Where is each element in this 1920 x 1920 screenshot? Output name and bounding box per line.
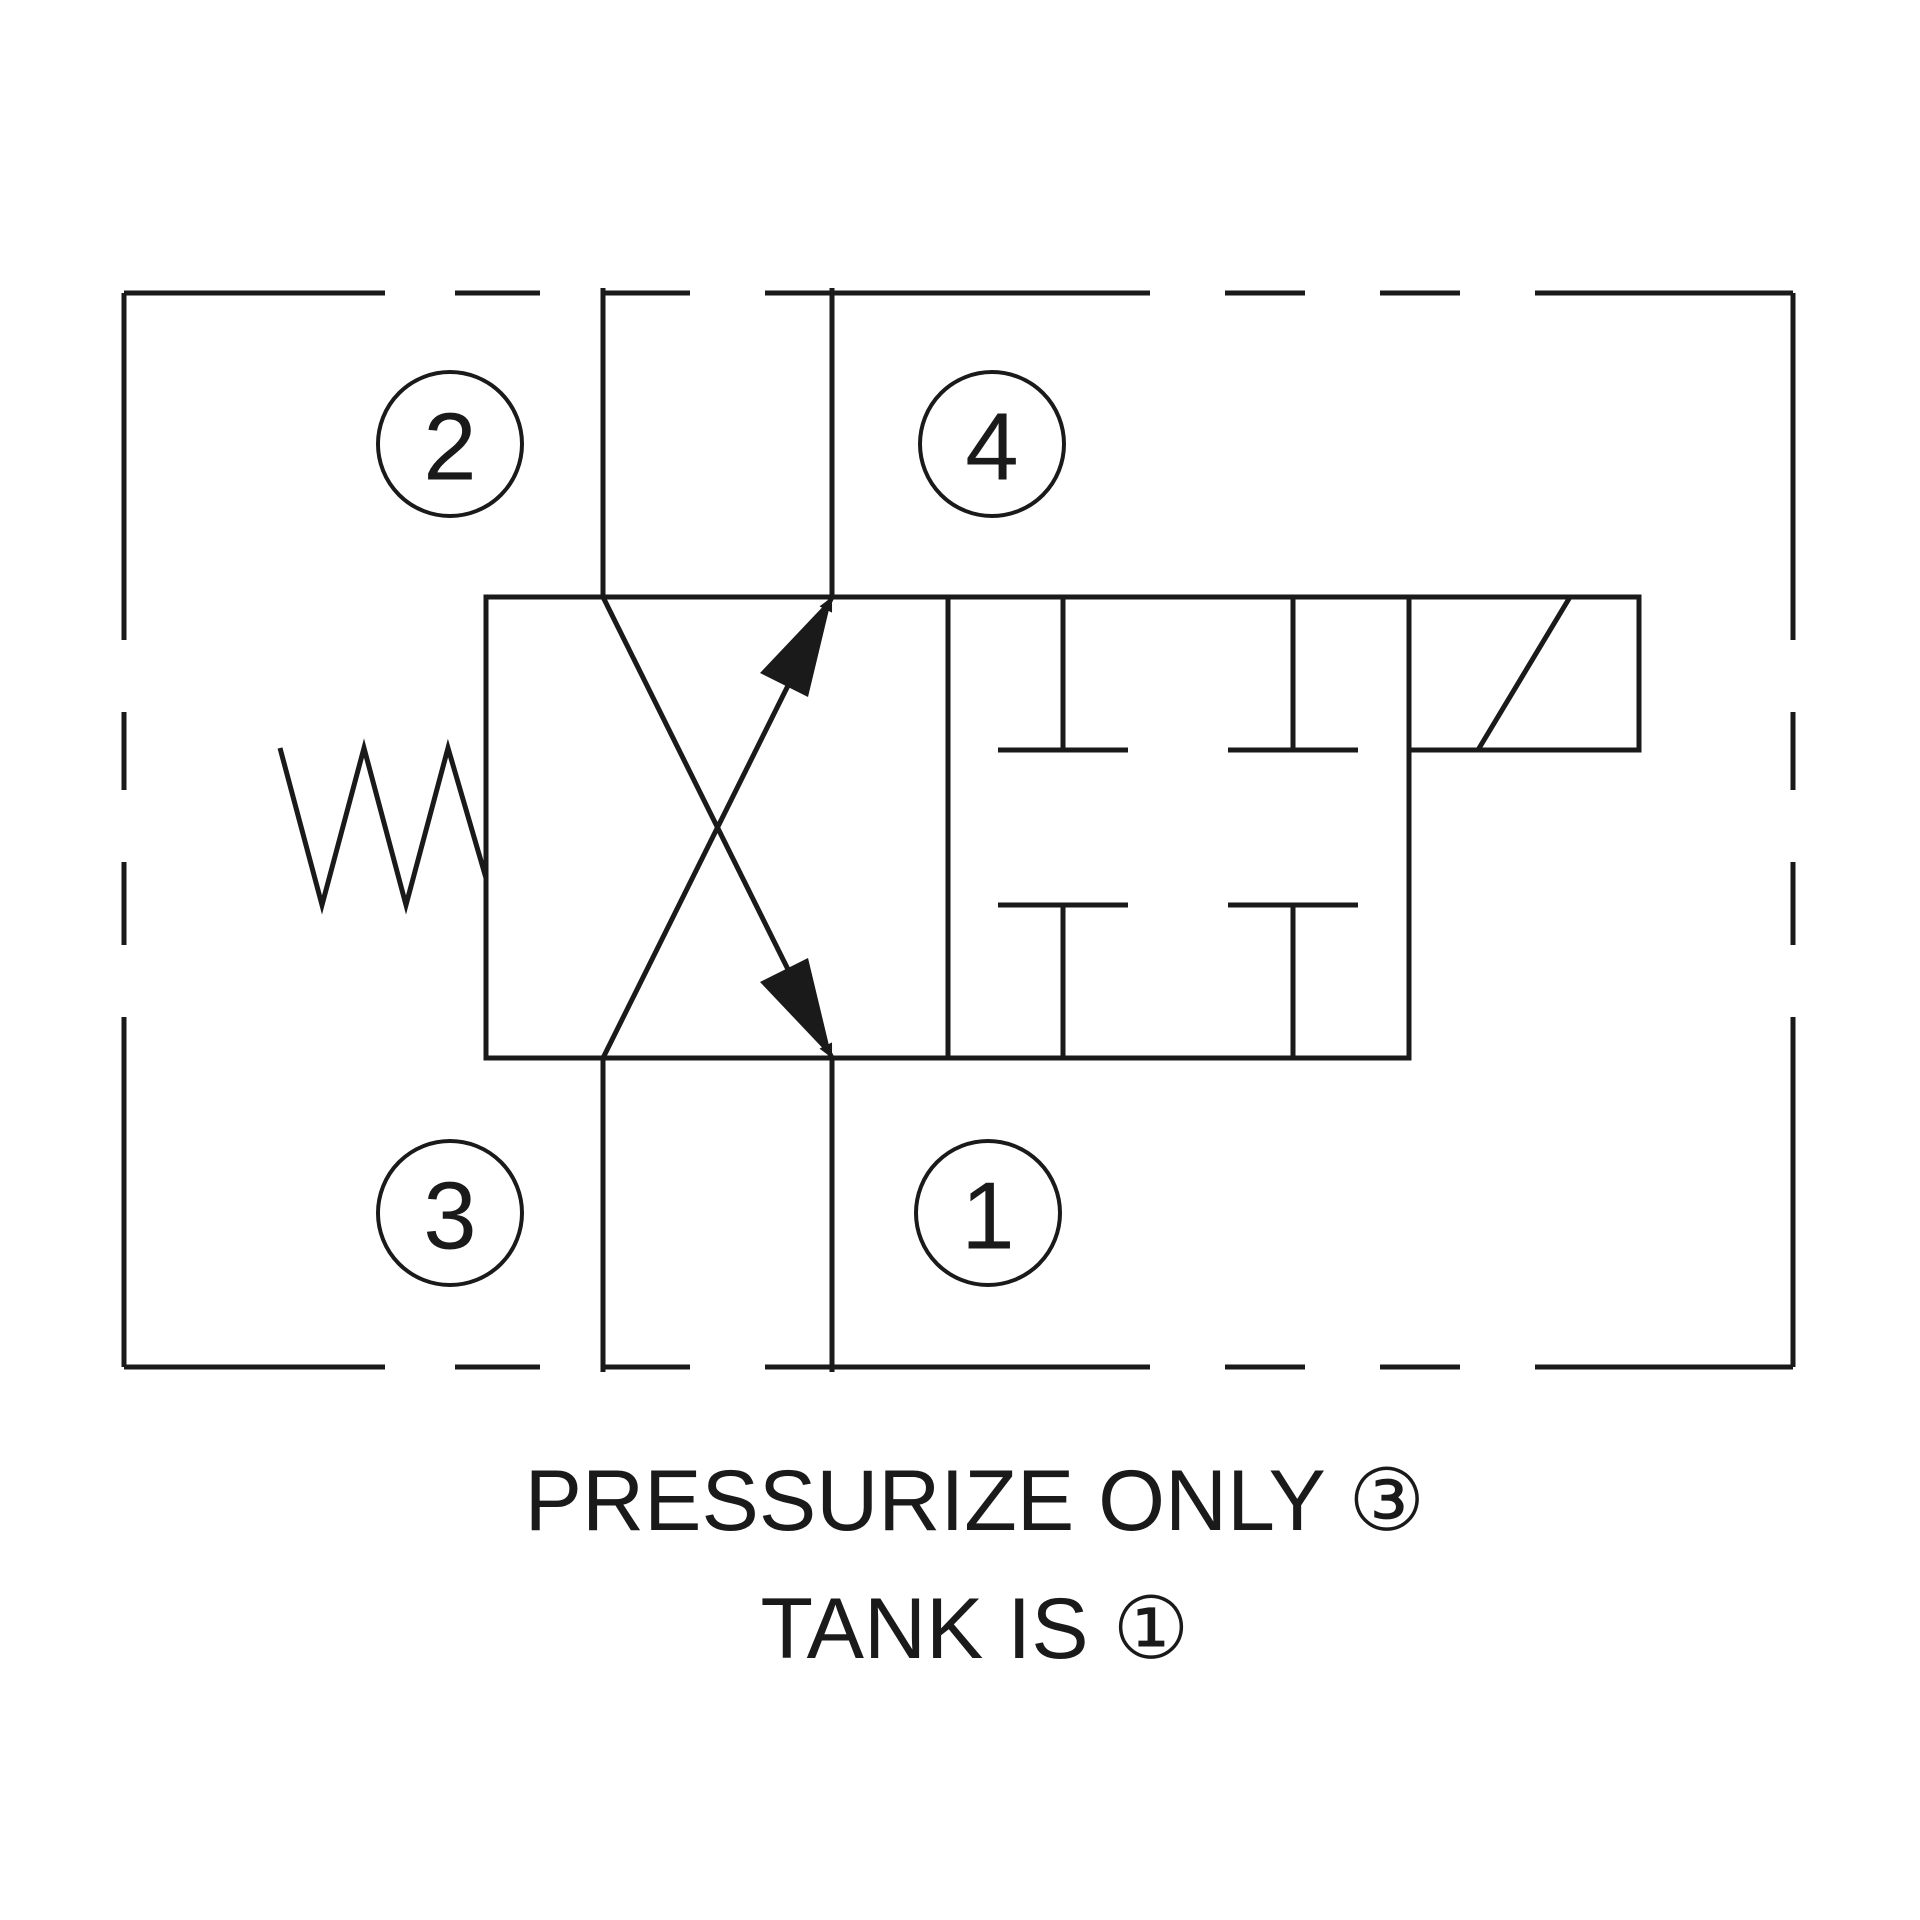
port-4-marker: 4 bbox=[918, 370, 1066, 518]
port-1-marker: 1 bbox=[914, 1139, 1062, 1287]
port-1-label: 1 bbox=[961, 1163, 1014, 1270]
port-lines bbox=[600, 288, 835, 1372]
port-2-marker: 2 bbox=[376, 370, 524, 518]
solenoid-actuator bbox=[1406, 594, 1642, 753]
crossed-flow-envelope bbox=[600, 595, 835, 1060]
port-3-marker: 3 bbox=[376, 1139, 524, 1287]
valve-body bbox=[483, 594, 1412, 1061]
port-4-label: 4 bbox=[965, 394, 1018, 501]
caption-line-1: PRESSURIZE ONLY ③ bbox=[525, 1453, 1426, 1549]
blocked-ports-envelope bbox=[998, 597, 1358, 1058]
cartridge-outline bbox=[121, 290, 1796, 1370]
port-3-label: 3 bbox=[423, 1163, 476, 1270]
arrowhead-down bbox=[760, 958, 832, 1058]
arrowhead-up bbox=[760, 597, 832, 697]
port-2-label: 2 bbox=[423, 394, 476, 501]
caption-line-2: TANK IS ① bbox=[760, 1581, 1189, 1677]
spring-symbol bbox=[277, 738, 489, 915]
